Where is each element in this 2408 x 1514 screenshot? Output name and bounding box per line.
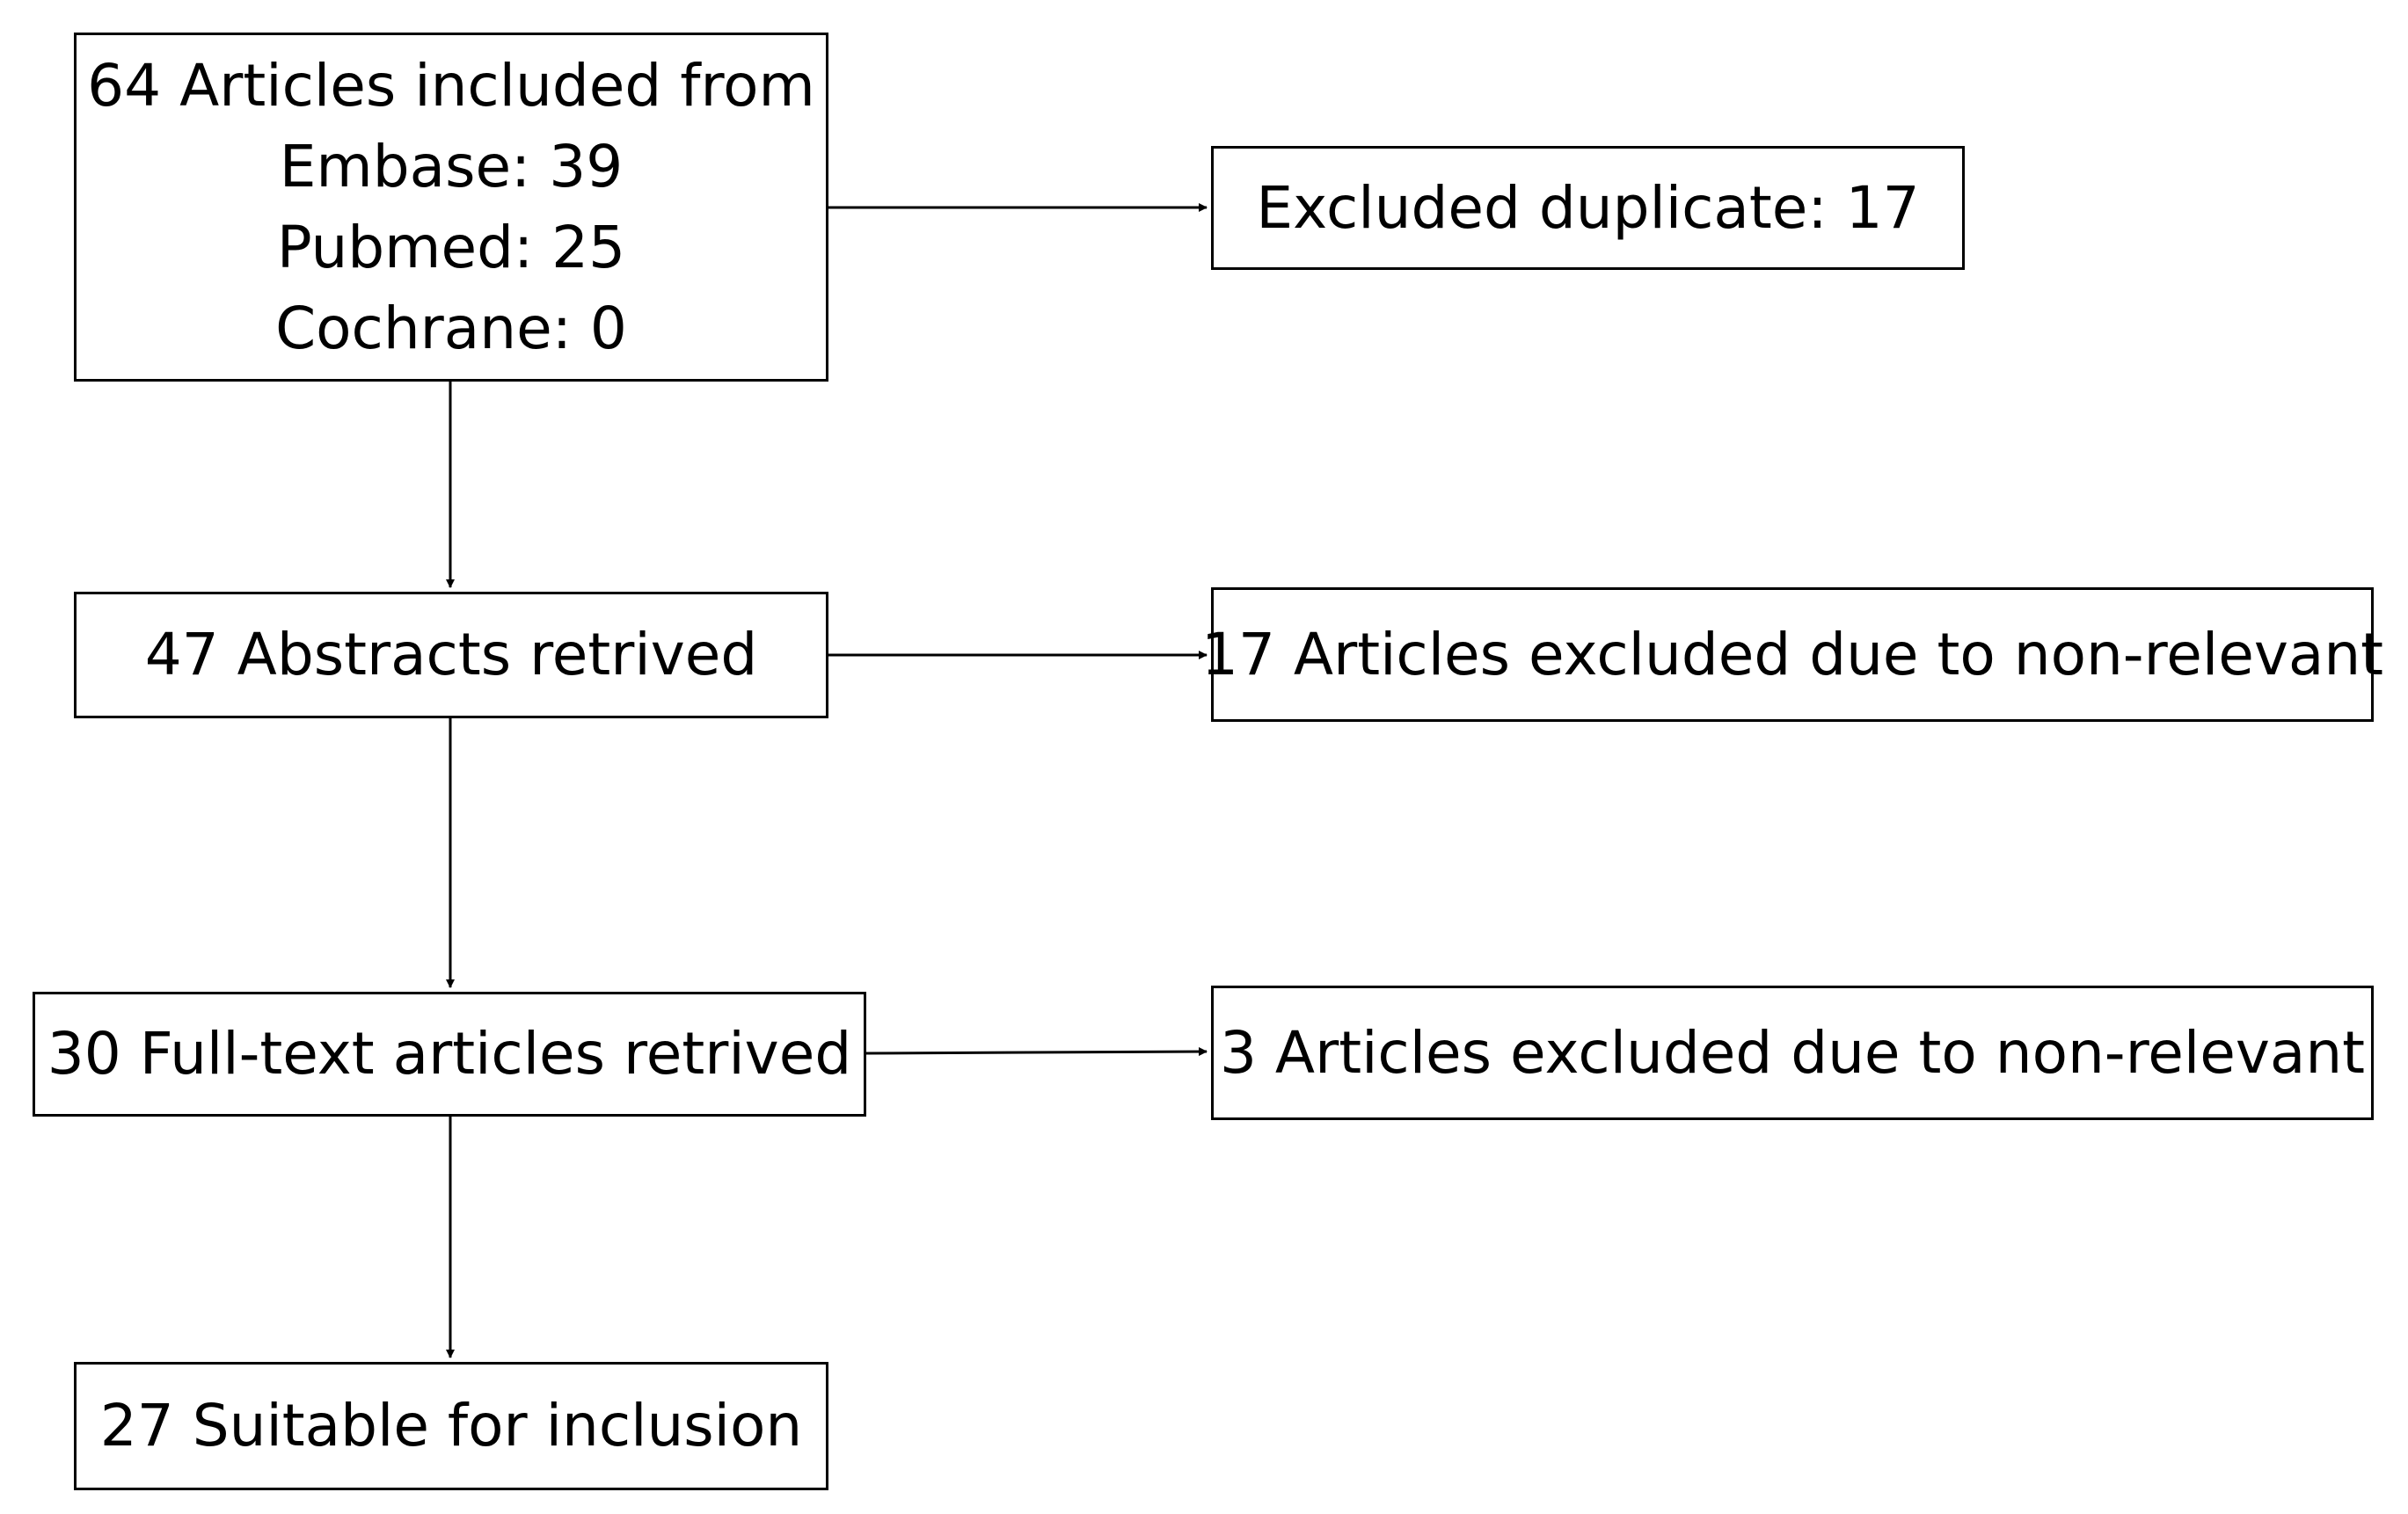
abstracts-box: 47 Abstracts retrived <box>74 592 828 718</box>
source-pubmed: Pubmed: 25 <box>276 213 626 281</box>
fulltext-exclusion-label: 3 Articles excluded due to non-relevant <box>1219 1018 2366 1087</box>
duplicates-label: Excluded duplicate: 17 <box>1256 173 1920 242</box>
abstracts-label: 47 Abstracts retrived <box>144 621 758 688</box>
source-cochrane: Cochrane: 0 <box>275 294 627 362</box>
source-embase: Embase: 39 <box>279 132 624 200</box>
abstract-exclusion-label: 17 Articles excluded due to non-relevant <box>1200 620 2384 688</box>
fulltext-box: 30 Full-text articles retrived <box>33 992 866 1117</box>
source-title: 64 Articles included from <box>87 51 815 120</box>
included-box: 27 Suitable for inclusion <box>74 1362 828 1490</box>
duplicates-box: Excluded duplicate: 17 <box>1211 146 1965 270</box>
fulltext-exclusion-box: 3 Articles excluded due to non-relevant <box>1211 986 2374 1120</box>
abstract-exclusion-box: 17 Articles excluded due to non-relevant <box>1201 587 2383 722</box>
arrow-fulltext-to-exclusion <box>865 1047 1208 1057</box>
included-label: 27 Suitable for inclusion <box>99 1392 803 1459</box>
fulltext-label: 30 Full-text articles retrived <box>47 1020 852 1088</box>
source-box: 64 Articles included from Embase: 39 Pub… <box>74 33 828 382</box>
